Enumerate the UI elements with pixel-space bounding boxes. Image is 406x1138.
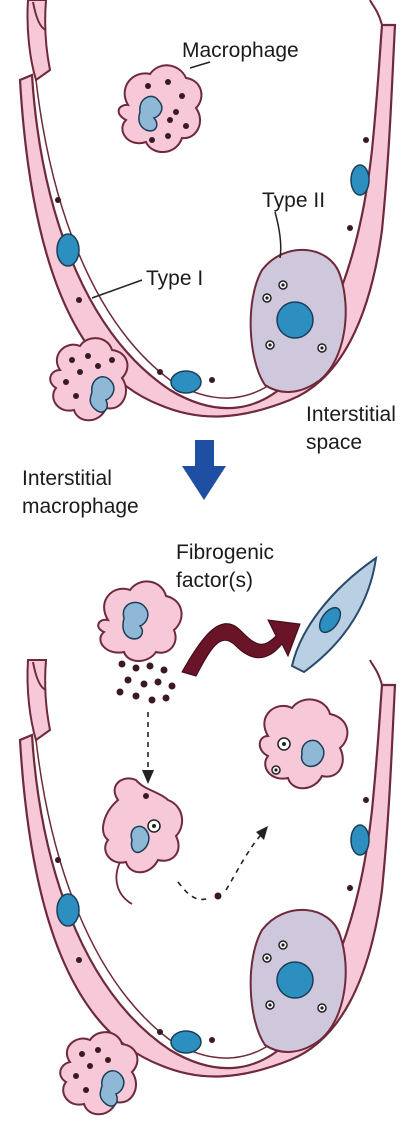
upper-right-macrophage: [260, 699, 348, 788]
fibrogenic-arrow-icon: [182, 620, 300, 676]
interstitial-macrophage-label-line2: macrophage: [22, 494, 139, 519]
interstitial-macrophage-bottom: [60, 1032, 137, 1114]
fibrogenic-label-line2: factor(s): [176, 568, 253, 593]
macrophage-label: Macrophage: [182, 38, 299, 63]
bottom-left-stub: [27, 660, 50, 740]
interstitial-macrophage-label-line1: Interstitial: [22, 466, 112, 491]
phagocytic-macrophage: [103, 778, 182, 872]
type-i-nucleus: [57, 234, 79, 266]
fibrogenic-label-line1: Fibrogenic: [176, 540, 274, 565]
interstitial-space-label-line2: space: [306, 430, 362, 455]
type-i-label: Type I: [146, 266, 203, 291]
type-ii-label: Type II: [262, 188, 325, 213]
bottom-section: [20, 558, 395, 1114]
fibrogenic-particles: [117, 661, 176, 704]
interstitial-space-label-line1: Interstitial: [306, 402, 396, 427]
transition-arrow-icon: [182, 440, 226, 500]
interstitial-macrophage: [50, 338, 127, 420]
type-ii-nucleus: [277, 302, 313, 338]
type-i-nucleus: [351, 165, 369, 195]
type-i-nucleus: [171, 371, 201, 393]
top-alveolus: [20, 0, 395, 420]
top-left-stub: [27, 0, 50, 80]
